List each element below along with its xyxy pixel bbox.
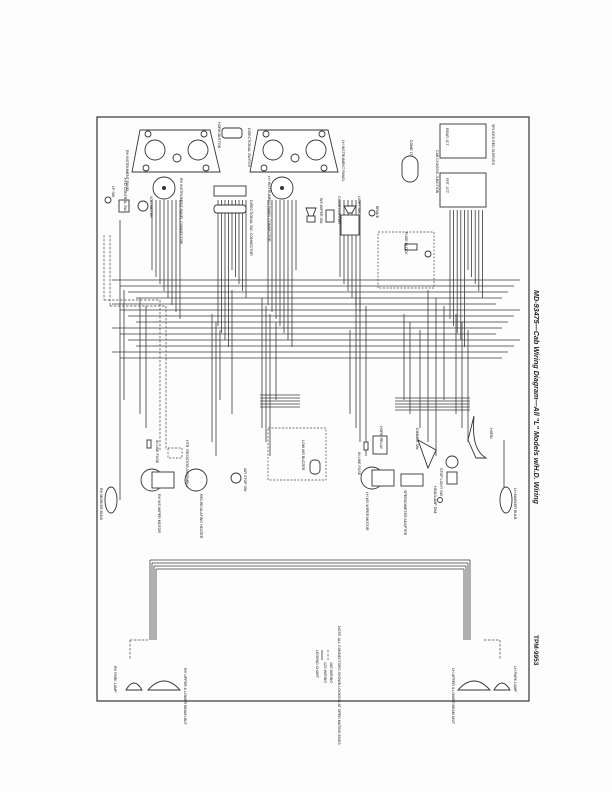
- directional-sw-connector: DIRECTIONAL SW. CONNECTOR: [213, 185, 253, 256]
- rh-headlamp-label: RH UPPER & LOWER BEAM UNIT: [183, 668, 187, 726]
- heater-resistor: HTR. RESISTOR ASSEMBLY: [167, 440, 189, 488]
- headlamp-dimmer-label: HEADLAMP DIM.: [433, 486, 437, 514]
- horn-relay-label: HORN RELAY: [379, 426, 383, 450]
- lh-headlamp: LH UPPER & LOWER BEAM UNIT: [451, 668, 492, 725]
- rh-marker-bulb: RH MARKER BULB: [99, 486, 118, 521]
- cab-chassis-junction-label: CAB CHASSIS JUNCTION: [435, 150, 439, 194]
- brake-label: BRAKE: [375, 206, 379, 219]
- lh-ws-wiper-motor-label: LH WS WIPER MOTOR: [365, 492, 369, 531]
- directional-switch-label: DIRECTIONAL SWITCH: [247, 128, 251, 168]
- lh-line-fuse-label: IN LINE FUSE: [357, 452, 361, 476]
- cigar-lighter: CIGAR LIGHTER: [325, 196, 341, 224]
- horn-button-label: HORN BUTTON: [217, 122, 221, 149]
- horn-relay: HORN RELAY: [372, 426, 388, 455]
- directional-switch: HORN BUTTON DIRECTIONAL SWITCH: [217, 122, 251, 168]
- voltmeter-label: VOLTMETER: [149, 196, 153, 218]
- speedometer-adapter-label: SPEEDOMETER ADAPTER: [403, 490, 407, 536]
- ws-wiper-sw-label: WS WIPER SW.: [319, 198, 323, 224]
- rh-park-lamp-label: RH PARK LAMP: [113, 666, 117, 693]
- light-switch: LIGHT SW.: [340, 196, 361, 236]
- air-stop-sw-label: AIR STOP SW.: [243, 468, 247, 492]
- recirculating-heater: RECIRCULATING HEATER: [184, 468, 208, 539]
- stop-light-sw-label: STOP LIGHT SW.: [439, 468, 443, 497]
- rh-line-fuse-label: IN LINE FUSE: [155, 440, 159, 464]
- lh-line-fuse: IN LINE FUSE: [357, 441, 369, 476]
- lh-ws-wiper-motor: LH WS WIPER MOTOR: [360, 466, 395, 531]
- hyd-control-sw-label: HYD CONTROL SW.: [123, 178, 127, 212]
- legend-solid-label: 12G WIRING: [323, 662, 327, 683]
- rh-line-fuse: IN LINE FUSE: [146, 439, 159, 464]
- diagram-caption: MD-93475—Cab Wiring Diagram—All "L" Mode…: [532, 290, 541, 505]
- figure-id: TPM-9953: [532, 635, 539, 666]
- headlamp-dimmer: HEADLAMP DIM.: [433, 486, 443, 514]
- rh-instrument-panel-label: RH INSTRUMENT PANEL: [125, 150, 129, 192]
- lh-instrument-panel-label: LH INSTRUMENT PANEL: [341, 140, 345, 182]
- directional-sw-connector-label: DIRECTIONAL SW. CONNECTOR: [249, 200, 253, 256]
- lh-instrument-panel: LH INSTRUMENT PANEL: [249, 129, 345, 182]
- horn-label: HORN: [489, 428, 493, 439]
- rh-ws-wiper-motor: RH WS WIPER MOTOR: [140, 468, 175, 533]
- ws-wiper-switch: WS WIPER SW.: [305, 198, 323, 224]
- fuse-block-label: FUSE BLOCK: [404, 232, 408, 255]
- light-sw-label: LIGHT SW.: [357, 196, 361, 214]
- legend-note: NOTE: ALL CONNECTORS SHOWN LOOKING AT OP…: [337, 626, 341, 746]
- rh-panel-connector-label: RH INSTRUMENT PANEL CONNECTOR: [179, 178, 183, 245]
- heater-resistor-label: HTR. RESISTOR ASSEMBLY: [185, 440, 189, 488]
- low-air-buzzer-label: LOW AIR BUZZER: [301, 440, 305, 471]
- fuse-block: FUSE BLOCK: [377, 231, 435, 289]
- horn: HORN: [467, 415, 493, 459]
- dimmer-switch: DIMMER SW.: [415, 428, 437, 470]
- voltmeter: VOLTMETER: [137, 196, 153, 218]
- rh-panel-connector: RH INSTRUMENT PANEL CONNECTOR: [152, 176, 183, 245]
- air-stop-switch: AIR STOP SW.: [230, 468, 247, 492]
- frt-jct-label: FRT. JCT.: [445, 178, 449, 194]
- lp-switch-label: LP SW.: [111, 186, 115, 198]
- recirculating-heater-label: RECIRCULATING HEATER: [199, 494, 203, 539]
- lh-marker-bulb: LH MARKER BULB: [499, 486, 517, 520]
- lh-panel-connector: LH INSTRUMENT PANEL CONNECTOR: [267, 176, 294, 242]
- stop-light-switch: STOP LIGHT SW.: [439, 455, 459, 497]
- dome-lt-label: DOME LT.: [409, 140, 413, 157]
- dome-light: DOME LT.: [401, 140, 419, 183]
- low-air-buzzer: LOW AIR BUZZER: [267, 427, 327, 481]
- wire-harness: [103, 200, 520, 660]
- lh-marker-bulb-label: LH MARKER BULB: [513, 488, 517, 520]
- lh-park-lamp: LH PARK LAMP: [493, 666, 517, 692]
- rh-instrument-panel: RH INSTRUMENT PANEL: [125, 129, 221, 192]
- lh-panel-connector-label: LH INSTRUMENT PANEL CONNECTOR: [267, 176, 271, 242]
- cigar-lighter-label: CIGAR LIGHTER: [337, 196, 341, 224]
- brake-switch: BRAKE: [368, 206, 379, 219]
- legend-title: LEGEND CHART: [315, 650, 319, 679]
- speedometer-adapter: SPEEDOMETER ADAPTER: [400, 473, 424, 536]
- legend-dashed-label: 18G WIRING: [329, 662, 333, 683]
- rh-headlamp: RH UPPER & LOWER BEAM UNIT: [146, 668, 187, 726]
- hyd-control-sw: HYD CONTROL SW.: [118, 178, 130, 213]
- diagram-frame: [96, 116, 530, 702]
- rear-jct-label: REAR JCT.: [445, 128, 449, 146]
- lp-switch: LP SW.: [104, 186, 115, 204]
- dimmer-sw-label: DIMMER SW.: [415, 428, 419, 450]
- rh-marker-bulb-label: RH MARKER BULB: [99, 488, 103, 521]
- legend-chart: LEGEND CHART 12G WIRING 18G WIRING NOTE:…: [315, 626, 341, 746]
- rh-ws-wiper-motor-label: RH WS WIPER MOTOR: [157, 494, 161, 533]
- cab-chassis-junction: CAB CHASSIS JUNCTION REAR JCT. FRT. JCT.…: [435, 123, 495, 208]
- splices-label: SPLICES RED SLEEVES: [491, 124, 495, 166]
- lh-headlamp-label: LH UPPER & LOWER BEAM UNIT: [451, 668, 455, 725]
- rh-park-lamp: RH PARK LAMP: [113, 666, 143, 693]
- lh-park-lamp-label: LH PARK LAMP: [513, 666, 517, 692]
